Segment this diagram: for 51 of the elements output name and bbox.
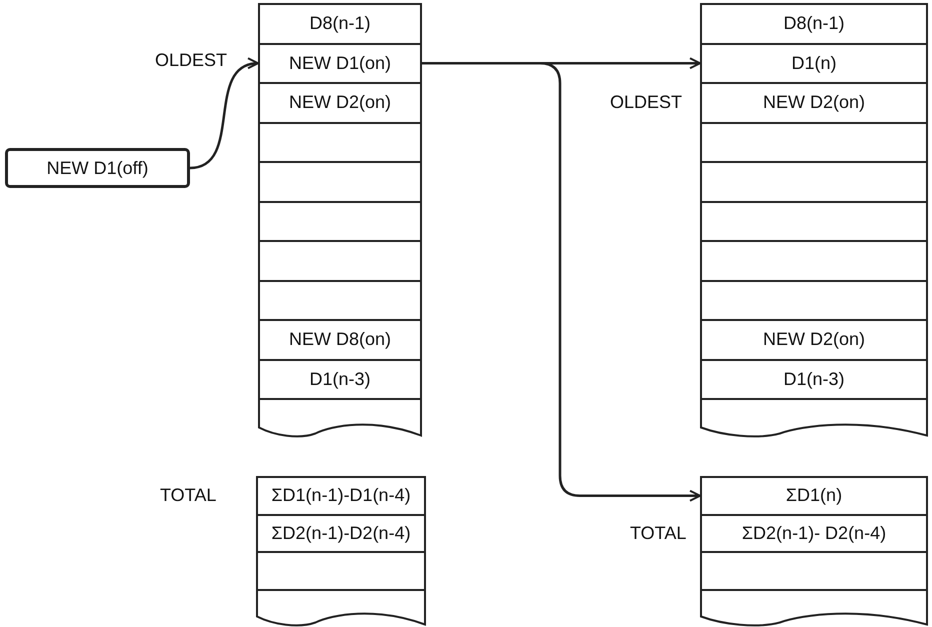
memory-cell xyxy=(700,3,928,44)
cell-text: D8(n-1) xyxy=(783,13,844,34)
memory-cell xyxy=(258,358,422,400)
pointer-label: TOTAL xyxy=(630,523,686,544)
memory-cell xyxy=(700,476,928,516)
cell-text: ΣD1(n) xyxy=(786,485,842,506)
cell-text: NEW D2(on) xyxy=(762,92,865,114)
memory-cell xyxy=(258,82,422,124)
cell-text: NEW D2(on) xyxy=(288,92,391,114)
memory-cell xyxy=(700,200,928,242)
memory-cell xyxy=(256,588,426,627)
memory-cell xyxy=(700,551,928,590)
arrow xyxy=(190,59,259,170)
memory-cell xyxy=(258,3,422,44)
memory-cell xyxy=(700,122,928,163)
pointer-label: OLDEST xyxy=(155,50,228,71)
memory-cell xyxy=(258,122,422,163)
memory-cell xyxy=(700,514,928,553)
memory-cell xyxy=(700,358,928,400)
cell-text: NEW D2(on) xyxy=(762,329,865,350)
memory-cell xyxy=(700,319,928,360)
memory-cell xyxy=(256,476,426,516)
memory-cell xyxy=(258,280,422,321)
cell-text: D1(n-3) xyxy=(309,368,370,390)
pointer-label: TOTAL xyxy=(160,485,216,506)
cell-text: D1(n-3) xyxy=(783,368,844,390)
cell-text: D8(n-1) xyxy=(309,13,370,34)
memory-cell xyxy=(258,240,422,282)
cell-text: ΣD1(n-1)-D1(n-4) xyxy=(271,485,411,506)
memory-cell xyxy=(256,514,426,553)
memory-cell xyxy=(700,161,928,202)
cell-text: ΣD2(n-1)- D2(n-4) xyxy=(742,522,886,544)
register-label: NEW D1(off) xyxy=(46,158,148,178)
memory-cell xyxy=(258,398,422,440)
memory-cell xyxy=(258,200,422,242)
memory-cell xyxy=(700,588,928,627)
input-register-box xyxy=(5,148,190,188)
cell-text: NEW D1(on) xyxy=(288,52,391,74)
cell-text: ΣD2(n-1)-D2(n-4) xyxy=(271,522,411,544)
memory-cell xyxy=(700,82,928,124)
memory-cell xyxy=(700,280,928,321)
cell-text: D1(n) xyxy=(791,52,836,74)
memory-cell xyxy=(256,551,426,590)
pointer-label: OLDEST xyxy=(610,92,682,113)
memory-cell xyxy=(258,319,422,360)
memory-cell xyxy=(258,161,422,202)
memory-cell xyxy=(700,240,928,282)
cell-text: NEW D8(on) xyxy=(288,329,391,350)
memory-cell xyxy=(700,398,928,440)
memory-cell xyxy=(700,42,928,84)
memory-cell xyxy=(258,42,422,84)
